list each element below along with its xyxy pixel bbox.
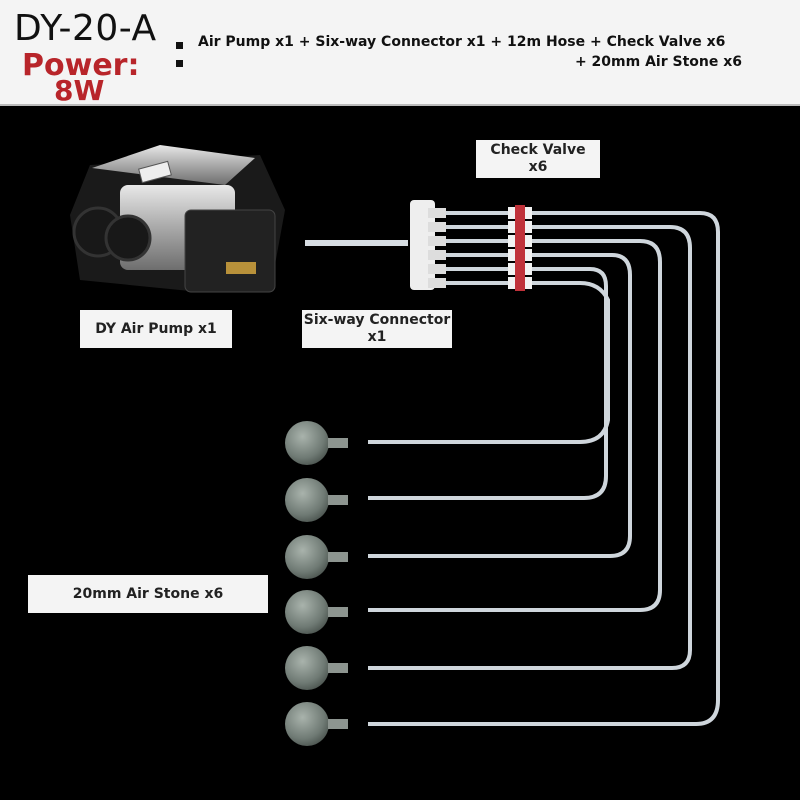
- connector-label: Six-way Connector x1: [302, 310, 452, 348]
- power-value: 8W: [54, 74, 105, 107]
- connector-label-line1: Six-way Connector: [303, 312, 451, 328]
- check-valve-label: Check Valve x6: [476, 140, 600, 178]
- air-pump-image: [70, 145, 285, 293]
- air-stone-label: 20mm Air Stone x6: [28, 575, 268, 613]
- connector-label-line2: x1: [367, 329, 387, 345]
- check-valves-image: [508, 205, 532, 291]
- check-valve-label-line1: Check Valve: [490, 142, 586, 158]
- bullet-icon: [176, 42, 183, 49]
- contents-line-2: + 20mm Air Stone x6: [574, 54, 742, 70]
- hose-set: [368, 211, 720, 726]
- air-stones-image: [285, 421, 348, 746]
- check-valve-label-line2: x6: [528, 159, 548, 175]
- six-way-connector-image: [410, 200, 446, 290]
- contents-list: Air Pump x1 + Six-way Connector x1 + 12m…: [176, 34, 800, 84]
- model-name: DY-20-A: [14, 8, 157, 49]
- pump-label: DY Air Pump x1: [80, 310, 232, 348]
- power-label: Power:: [22, 48, 140, 83]
- contents-line-1: Air Pump x1 + Six-way Connector x1 + 12m…: [198, 34, 726, 50]
- bullet-icon: [176, 60, 183, 67]
- product-header: DY-20-A Power: 8W Air Pump x1 + Six-way …: [0, 0, 800, 107]
